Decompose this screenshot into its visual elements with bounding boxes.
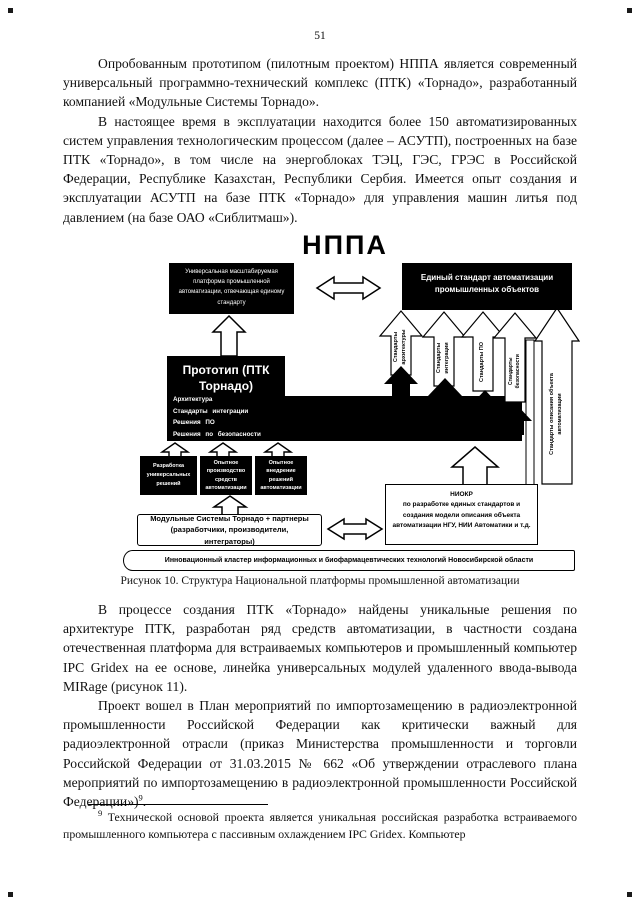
up-arrow-icon [207,442,239,458]
figure-diagram: НППА Универсальная масштабируемая платфо… [95,228,580,576]
black-up-arrow [468,390,502,422]
footnote-reference: 9 [138,792,143,803]
paragraph: В настоящее время в эксплуатации находит… [63,113,577,225]
paragraph: Опробованным прототипом (пилотным проект… [63,56,577,110]
arrow-label: Стандарты безопасности [507,354,521,389]
diagram-arrows [159,275,580,541]
prototype-title: Прототип (ПТК Торнадо) [182,363,270,393]
black-up-arrow [428,378,462,410]
prototype-box: Прототип (ПТК Торнадо) Архитектура Станд… [167,356,285,441]
paragraph: В процессе создания ПТК «Торнадо» найден… [63,602,577,694]
scan-corner-mark [8,8,13,13]
up-arrow-icon [262,442,294,458]
arrow-label: Стандарты интеграции [436,342,450,374]
footnote-paragraph: 9 Технической основой проекта является у… [63,809,577,843]
diagram-title: НППА [302,230,388,260]
prototype-item: Архитектура [173,396,213,403]
footnote-separator [88,804,268,805]
innovation-cluster-bar: Инновационный кластер информационных и б… [123,550,575,571]
arrow-label: Стандарты описания объекта автоматизации [549,373,563,455]
black-up-arrow [498,403,532,435]
body-text-top: Опробованным прототипом (пилотным проект… [63,54,577,227]
double-arrow-icon [315,275,382,301]
arrow-label: Стандарты ПО [479,341,486,383]
scan-corner-mark [627,892,632,897]
arrow-label: Стандарты архитектуры [393,329,407,365]
up-arrow-icon [211,314,247,357]
footnote-text: Технической основой проекта является уни… [63,810,577,841]
paragraph-period: . [142,794,147,810]
prototype-item: Стандарты интеграции [173,407,249,415]
standards-arrow-4 [492,312,538,403]
unified-standard-box: Единый стандарт автоматизации промышленн… [402,263,572,310]
up-arrow-icon [159,442,191,458]
tall-standards-arrow [533,306,580,485]
niokr-box: НИОКР по разработке единых стандартов и … [385,484,538,545]
prototype-item: Решения ПО [173,419,215,426]
universal-platform-box: Универсальная масштабируемая платформа п… [169,263,294,314]
scan-corner-mark [8,892,13,897]
footnote: 9 Технической основой проекта является у… [63,809,577,843]
up-arrow-icon [449,446,501,486]
scan-corner-mark [627,8,632,13]
paragraph: Проект вошел в План мероприятий по импор… [63,696,577,811]
niokr-title: НИОКР [450,491,473,498]
page-number: 51 [314,30,326,42]
development-box: Разработка универсальных решений [140,456,197,495]
modular-systems-box: Модульные Системы Торнадо + партнеры (ра… [137,514,322,546]
footnote-marker: 9 [98,808,103,819]
figure-caption: Рисунок 10. Структура Национальной платф… [120,575,520,587]
double-arrow-icon [326,517,384,541]
production-box: Опытное производство средств автоматизац… [200,456,252,495]
connector-channel [525,339,535,486]
black-up-arrow [384,366,418,398]
prototype-item: Решения по безопасности [173,430,261,438]
niokr-text: по разработке единых стандартов и создан… [392,501,531,530]
paragraph-text: Проект вошел в План мероприятий по импор… [63,698,577,810]
body-text-bottom: В процессе создания ПТК «Торнадо» найден… [63,600,577,811]
implementation-box: Опытное внедрение решений автоматизации [255,456,307,495]
